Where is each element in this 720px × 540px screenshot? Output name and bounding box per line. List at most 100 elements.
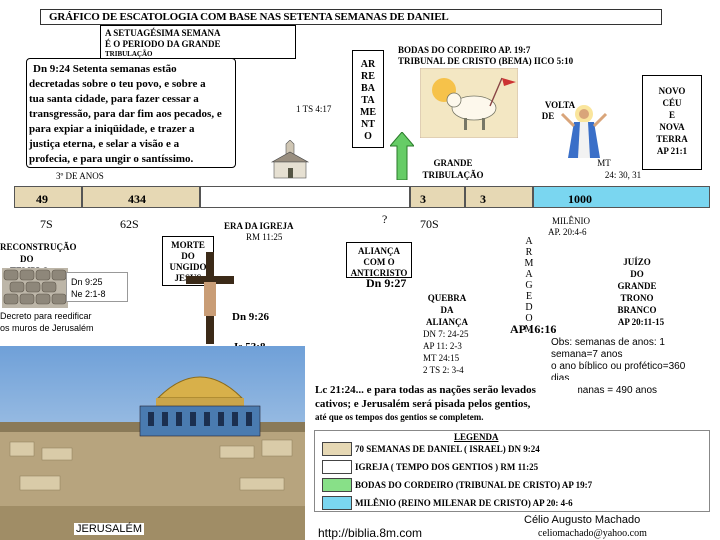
cross-icon (186, 252, 234, 344)
quebra-3: ALIANÇA (425, 317, 468, 327)
grande-trib-2: TRIBULAÇÃO (422, 170, 484, 180)
lc2124-2: cativos; e Jerusalém será pisada pelos g… (315, 398, 531, 410)
dn924-line-6: justiça eterna, e selar a visão e a (29, 138, 180, 150)
lc2124-box: Lc 21:24... e para todas as nações serão… (312, 380, 578, 426)
jerusalem-photo (0, 346, 305, 540)
arrebatamento-3: BA (361, 83, 375, 94)
bodas-line-2: TRIBUNAL DE CRISTO (BEMA) IICO 5:10 (398, 56, 574, 66)
novo-ceu-4: NOVA (659, 122, 685, 132)
alianca-1: ALIANÇA (357, 246, 400, 256)
juizo-box: JUÍZO DO GRANDE TRONO BRANCO AP 20:11-15 (608, 250, 682, 327)
milenio-1: MILÊNIO (552, 216, 590, 226)
arrebatamento-2: RE (361, 71, 375, 82)
armagedom-8: O (525, 313, 533, 324)
armagedom-6: E (525, 291, 533, 302)
mt-2: 24: 30, 31 (604, 170, 642, 180)
arrebatamento-5: ME (359, 107, 377, 118)
morte-3: UNGIDO (169, 262, 207, 272)
dn924-line-1: Dn 9:24 Setenta semanas estão (33, 63, 177, 75)
juizo-4: TRONO (620, 293, 654, 303)
armagedom-3: M (524, 258, 534, 269)
quebra-4: DN 7: 24-25 (423, 329, 469, 339)
reconstrucao-1: RECONSTRUÇÃO (0, 242, 77, 252)
obs-4: dias (551, 373, 570, 384)
juizo-3: GRANDE (617, 281, 657, 291)
quebra-6: MT 24:15 (423, 353, 460, 363)
lamb-picture-icon (420, 68, 518, 138)
era-igreja-2: RM 11:25 (246, 232, 283, 242)
armagedom-2: R (525, 247, 533, 258)
dn924-line-3: tua santa cidade, para fazer cessar a (29, 93, 199, 105)
week-70s: 70S (420, 217, 439, 231)
stone-wall-icon (2, 268, 68, 308)
dn926-label: Dn 9:26 (232, 311, 269, 323)
juizo-6: AP 20:11-15 (617, 317, 665, 327)
alianca-3: ANTICRISTO (350, 268, 408, 278)
novo-ceu-6: AP 21:1 (656, 146, 688, 156)
timeline-church (200, 186, 410, 208)
page-title: GRÁFICO DE ESCATOLOGIA COM BASE NAS SETE… (49, 11, 449, 23)
morte-1: MORTE (171, 240, 205, 250)
alianca-box: ALIANÇA COM O ANTICRISTO (346, 242, 412, 278)
armagedom-4: A (525, 269, 533, 280)
volta-2: DE (541, 111, 555, 121)
dn924-box: Dn 9:24 Setenta semanas estão decretadas… (26, 58, 236, 168)
legend-box (314, 430, 710, 512)
author-name: Célio Augusto Machado (524, 514, 641, 526)
bodas-line-1: BODAS DO CORDEIRO AP. 19:7 (398, 45, 531, 55)
obs-2: semana=7 anos (551, 349, 623, 360)
ts417-label: 1 TS 4:17 (296, 104, 332, 114)
grande-trib-1: GRANDE (433, 158, 473, 168)
obs-1: Obs: semanas de anos: 1 (551, 337, 665, 348)
author-email[interactable]: celiomachado@yahoo.com (538, 528, 647, 539)
timeline-label-1000: 1000 (568, 192, 592, 206)
seventieth-line-3: TRIBULAÇÃO (105, 50, 153, 58)
dn924-line-7: profecia, e para ungir o santíssimo. (29, 153, 194, 165)
novo-ceu-5: TERRA (656, 134, 688, 144)
timeline-label-49: 49 (36, 192, 48, 206)
legend-item-bodas: BODAS DO CORDEIRO (TRIBUNAL DE CRISTO) A… (355, 480, 593, 490)
mt-1: MT (597, 158, 611, 168)
site-url[interactable]: http://biblia.8m.com (318, 526, 423, 540)
rapture-arrow-icon (390, 132, 414, 180)
week-q: ? (382, 212, 388, 226)
obs-box: Obs: semanas de anos: 1 semana=7 anos o … (548, 334, 712, 384)
juizo-2: DO (630, 269, 644, 279)
legend-swatch-israel (322, 442, 352, 456)
jerusalem-label: JERUSALÉM (74, 523, 145, 535)
legend-item-milenio: MILÊNIO (REINO MILENAR DE CRISTO) AP 20:… (355, 498, 573, 508)
dn925-2: Ne 2:1-8 (71, 289, 106, 299)
legend-swatch-milenio (322, 496, 352, 510)
legend-item-israel: 70 SEMANAS DE DANIEL ( ISRAEL) DN 9:24 (355, 444, 540, 454)
dn925-box: Dn 9:25 Ne 2:1-8 (66, 272, 128, 302)
dn924-line-5: para expiar a iniqüidade, e trazer a (29, 123, 195, 135)
quebra-2: DA (440, 305, 454, 315)
week-7s: 7S (40, 217, 53, 231)
seventieth-line-1: A SETUAGÉSIMA SEMANA (105, 28, 221, 38)
title-bar: GRÁFICO DE ESCATOLOGIA COM BASE NAS SETE… (40, 9, 662, 25)
juizo-5: BRANCO (617, 305, 657, 315)
arrebatamento-box: AR RE BA TA ME NT O (352, 50, 384, 148)
novo-ceu-3: E (668, 110, 675, 120)
obs-3: o ano bíblico ou profético=360 (551, 361, 686, 372)
dn927-label: Dn 9:27 (366, 276, 407, 290)
church-icon (270, 140, 310, 179)
timeline-434 (82, 186, 200, 208)
lc2124-1: Lc 21:24... e para todas as nações serão… (315, 384, 536, 396)
juizo-1: JUÍZO (623, 257, 651, 267)
era-igreja-1: ERA DA IGREJA (224, 221, 294, 231)
timeline-3b (465, 186, 533, 208)
milenio-2: AP. 20:4-6 (548, 227, 587, 237)
alianca-2: COM O (363, 257, 395, 267)
timeline-label-3a: 3 (420, 192, 426, 206)
arrebatamento-6: NT (361, 119, 375, 130)
dn925-1: Dn 9:25 (71, 277, 103, 287)
quebra-7: 2 TS 2: 3-4 (423, 365, 464, 375)
week-62s: 62S (120, 217, 139, 231)
dn924-line-2: decretadas sobre o teu povo, e sobre a (29, 78, 206, 90)
seventieth-line-2: É O PERIODO DA GRANDE (105, 39, 221, 49)
quebra-1: QUEBRA (427, 293, 467, 303)
timeline-label-434: 434 (128, 192, 146, 206)
quebra-box: QUEBRA DA ALIANÇA DN 7: 24-25 AP 11: 2-3… (416, 290, 490, 376)
timeline-label-3b: 3 (480, 192, 486, 206)
